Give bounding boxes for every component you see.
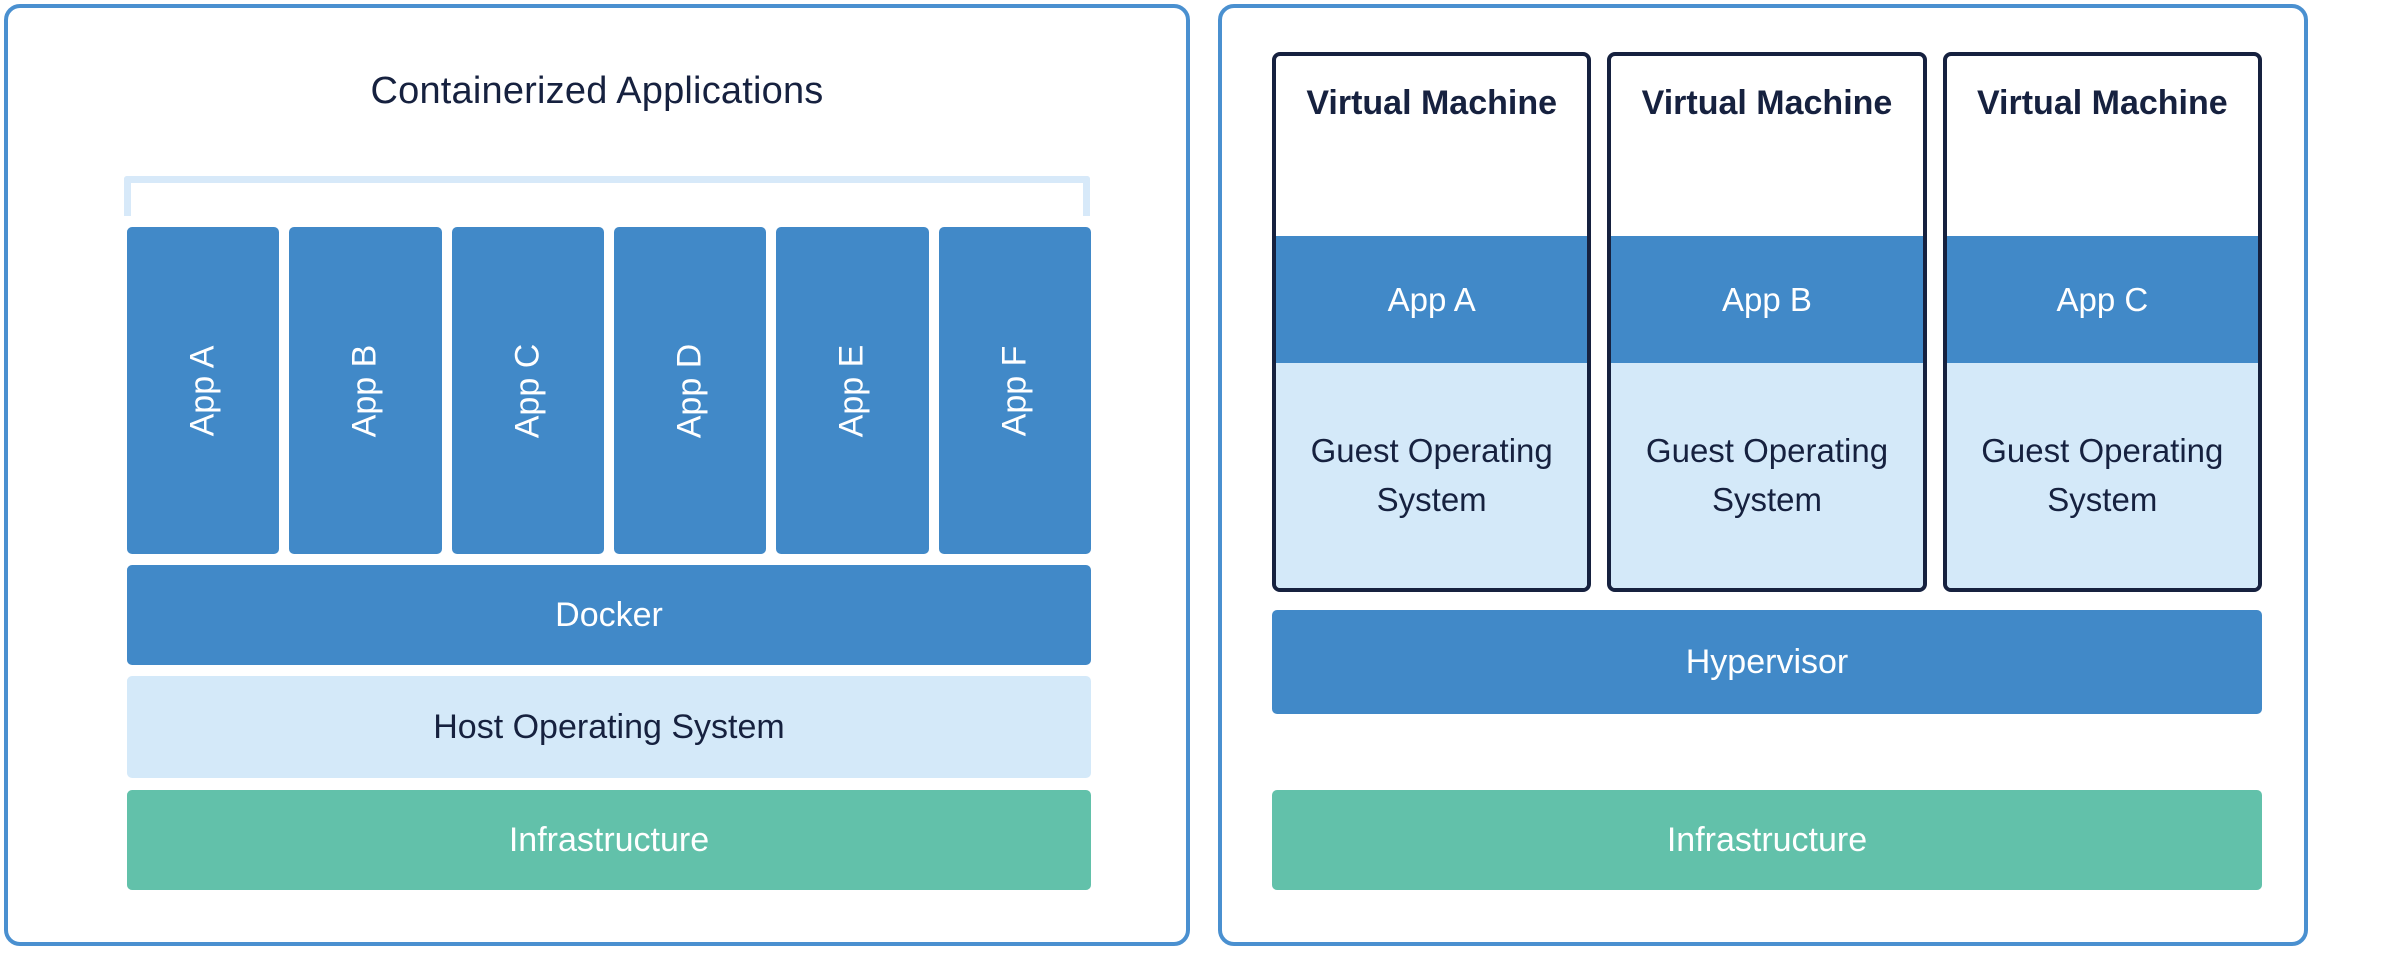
- vm-app-band: App A: [1276, 236, 1588, 363]
- app-column-d: App D: [613, 227, 767, 554]
- app-column-label: App F: [995, 345, 1034, 436]
- vm-app-band: App C: [1946, 236, 2258, 363]
- vm-guest-os-band: Guest Operating System: [1946, 363, 2258, 588]
- infrastructure-layer-bar-vms: Infrastructure: [1272, 790, 2262, 890]
- vm-app-band: App B: [1611, 236, 1923, 363]
- virtual-machine-box-3: Virtual Machine App C Guest Operating Sy…: [1942, 52, 2262, 592]
- app-column-f: App F: [938, 227, 1091, 554]
- page-title: Containerized Applications: [370, 70, 824, 112]
- vm-guest-os-band: Guest Operating System: [1611, 363, 1923, 588]
- app-column-e: App E: [776, 227, 929, 554]
- app-column-label: App C: [508, 343, 547, 438]
- virtual-machine-title: Virtual Machine: [1976, 84, 2228, 122]
- app-column-a: App A: [127, 227, 280, 554]
- virtual-machine-group: Virtual Machine App A Guest Operating Sy…: [1272, 52, 2262, 592]
- virtual-machine-title: Virtual Machine: [1641, 84, 1893, 122]
- app-column-label: App D: [670, 343, 709, 438]
- hypervisor-layer-bar: Hypervisor: [1272, 610, 2262, 714]
- virtual-machines-panel: Virtual Machine App A Guest Operating Sy…: [1218, 4, 2308, 946]
- app-column-label: App E: [832, 344, 871, 437]
- host-operating-system-layer-bar: Host Operating System: [127, 676, 1091, 778]
- container-bracket: [124, 176, 1090, 216]
- containerized-applications-panel: Containerized Applications App A App B A…: [4, 4, 1190, 946]
- docker-layer-bar: Docker: [127, 565, 1091, 665]
- infrastructure-layer-bar-containers: Infrastructure: [127, 790, 1091, 890]
- app-column-b: App B: [289, 227, 442, 554]
- app-columns-group: App A App B App C App D App E App F: [127, 227, 1091, 554]
- app-column-c: App C: [451, 227, 604, 554]
- app-column-label: App A: [183, 345, 222, 436]
- vm-guest-os-band: Guest Operating System: [1276, 363, 1588, 588]
- app-column-label: App B: [345, 344, 384, 437]
- virtual-machine-box-2: Virtual Machine App B Guest Operating Sy…: [1607, 52, 1927, 592]
- virtual-machine-box-1: Virtual Machine App A Guest Operating Sy…: [1272, 52, 1592, 592]
- virtual-machine-title: Virtual Machine: [1306, 84, 1557, 122]
